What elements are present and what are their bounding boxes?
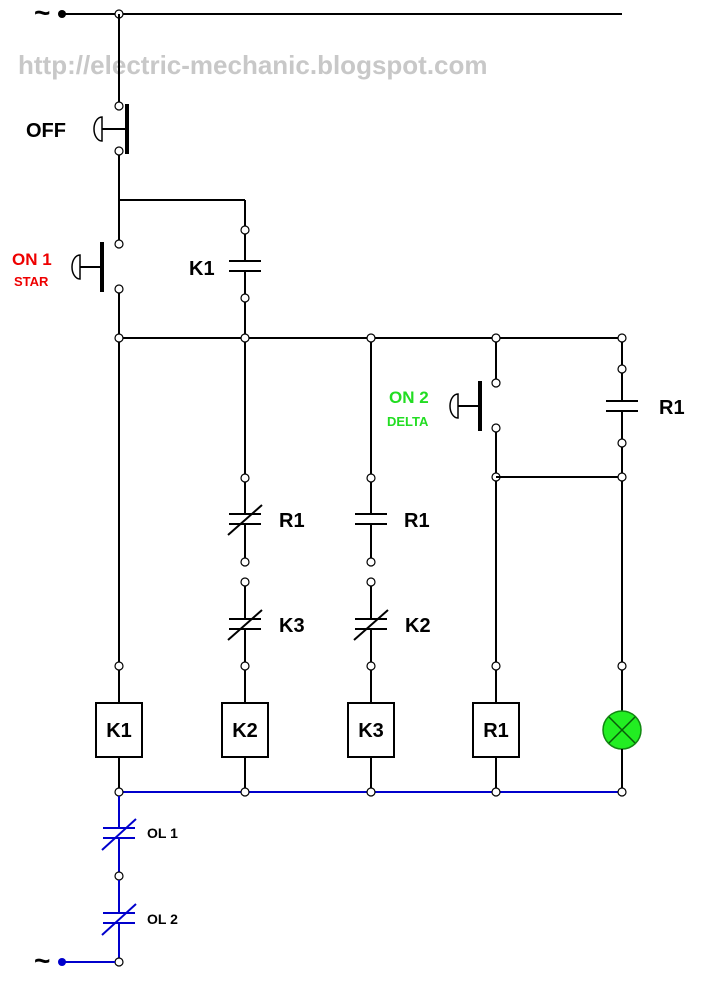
k2-coil: K2 bbox=[221, 702, 269, 758]
supply-symbol-top: ~ bbox=[34, 0, 50, 28]
node bbox=[114, 787, 124, 797]
k1-contact-label: K1 bbox=[189, 258, 215, 280]
on1-star-pushbutton: ON 1 STAR bbox=[12, 200, 124, 294]
node bbox=[366, 577, 376, 587]
on2-button-label: ON 2 bbox=[389, 388, 429, 407]
on2-delta-pushbutton: ON 2 DELTA bbox=[387, 342, 501, 433]
off-pushbutton: OFF bbox=[26, 14, 129, 156]
r1-contact-label: R1 bbox=[404, 510, 430, 532]
r1-nc-contact-k2: R1 bbox=[227, 473, 305, 567]
supply-terminal-bottom bbox=[58, 958, 66, 966]
node bbox=[617, 333, 627, 343]
watermark-url: http://electric-mechanic.blogspot.com bbox=[18, 50, 488, 80]
node bbox=[617, 787, 627, 797]
k3-coil: K3 bbox=[347, 702, 395, 758]
node bbox=[240, 577, 250, 587]
k1-coil-label: K1 bbox=[106, 720, 132, 742]
ol2-label: OL 2 bbox=[147, 911, 178, 927]
k3-contact-label: K3 bbox=[279, 615, 305, 637]
node bbox=[366, 787, 376, 797]
k3-nc-contact-k2: K3 bbox=[227, 586, 305, 671]
node bbox=[240, 333, 250, 343]
node bbox=[366, 333, 376, 343]
r1-no-contact-lamp: R1 bbox=[606, 342, 685, 448]
node bbox=[491, 333, 501, 343]
node bbox=[114, 333, 124, 343]
node bbox=[114, 871, 124, 881]
r1-coil: R1 bbox=[472, 702, 520, 758]
on1-button-sublabel: STAR bbox=[14, 274, 49, 289]
r1-no-contact-k3: R1 bbox=[355, 473, 430, 567]
supply-symbol-bottom: ~ bbox=[34, 945, 50, 976]
node bbox=[491, 787, 501, 797]
r1-contact-label: R1 bbox=[659, 397, 685, 419]
node bbox=[114, 661, 124, 671]
k1-holding-contact: K1 bbox=[189, 225, 261, 303]
k2-nc-contact-k3: K2 bbox=[353, 586, 431, 671]
ol2-overload-contact: OL 2 bbox=[101, 880, 178, 958]
indicator-lamp bbox=[602, 710, 642, 750]
supply-terminal-top bbox=[58, 10, 66, 18]
r1-contact-label: R1 bbox=[279, 510, 305, 532]
k1-coil: K1 bbox=[95, 702, 143, 758]
on2-button-sublabel: DELTA bbox=[387, 414, 429, 429]
node bbox=[617, 661, 627, 671]
r1-coil-label: R1 bbox=[483, 720, 509, 742]
k2-coil-label: K2 bbox=[232, 720, 258, 742]
k3-coil-label: K3 bbox=[358, 720, 384, 742]
node bbox=[114, 957, 124, 967]
off-button-label: OFF bbox=[26, 120, 66, 142]
k2-contact-label: K2 bbox=[405, 615, 431, 637]
ol1-overload-contact: OL 1 bbox=[101, 796, 178, 872]
node bbox=[240, 787, 250, 797]
node bbox=[617, 472, 627, 482]
node bbox=[491, 661, 501, 671]
ol1-label: OL 1 bbox=[147, 825, 178, 841]
on1-button-label: ON 1 bbox=[12, 250, 52, 269]
